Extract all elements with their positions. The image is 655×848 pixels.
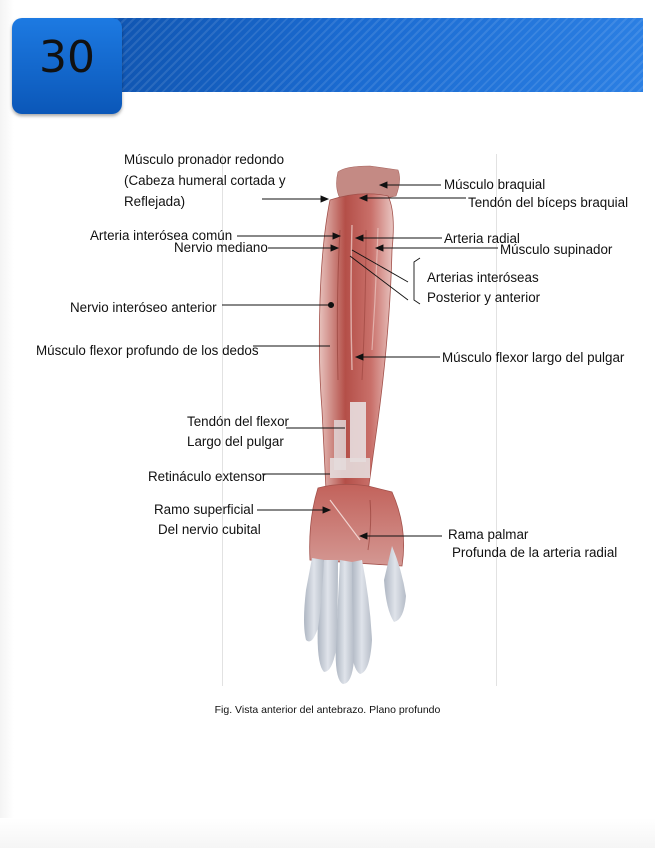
header-band — [40, 18, 643, 92]
page-number-box: 30 — [12, 18, 122, 114]
label-ramo-superficial: Ramo superficial — [154, 502, 254, 517]
pointer-arrowhead — [332, 232, 342, 240]
label-pronador-redondo-line3: Reflejada) — [124, 194, 186, 209]
finger-ring — [317, 560, 338, 672]
palm-shape — [309, 484, 404, 567]
label-rama-palmar-line2: Profunda de la arteria radial — [452, 545, 618, 560]
page-number: 30 — [39, 32, 95, 83]
finger-middle — [335, 560, 354, 684]
pointer-dot — [327, 301, 335, 309]
muscle-striation — [371, 227, 379, 351]
page-bottom-edge — [0, 818, 655, 848]
pointer-arrowhead — [320, 195, 330, 203]
label-pronador-redondo: Músculo pronador redondo — [124, 152, 285, 167]
pointer-line — [351, 249, 409, 283]
label-musculo-supinador: Músculo supinador — [500, 242, 613, 257]
pointer-arrowhead — [378, 181, 388, 189]
label-arterias-interoseas: Arterias interóseas — [427, 270, 539, 285]
label-ramo-superficial-line2: Del nervio cubital — [158, 522, 261, 537]
label-arteria-radial: Arteria radial — [444, 231, 520, 246]
finger-thumb — [384, 546, 406, 622]
label-arteria-interosea-comun: Arteria interósea común — [90, 228, 233, 243]
label-arterias-interoseas-line2: Posterior y anterior — [427, 290, 541, 305]
page-left-edge — [0, 0, 14, 848]
label-tendon-flexor-line2: Largo del pulgar — [187, 434, 284, 449]
palm-striation — [329, 499, 361, 541]
label-nervio-mediano: Nervio mediano — [174, 240, 268, 255]
tendon-strip — [334, 420, 346, 470]
label-flexor-largo-pulgar: Músculo flexor largo del pulgar — [442, 350, 625, 365]
label-retinaculo-extensor: Retináculo extensor — [148, 469, 267, 484]
finger-little — [304, 558, 324, 642]
figure-caption: Fig. Vista anterior del antebrazo. Plano… — [214, 704, 441, 716]
label-musculo-braquial: Músculo braquial — [444, 177, 546, 192]
tendon-strip — [350, 402, 366, 462]
pointer-arrowhead — [374, 244, 384, 252]
muscle-striation — [361, 229, 367, 381]
pointer-arrowhead — [358, 532, 368, 540]
label-tendon-biceps: Tendón del bíceps braquial — [468, 195, 629, 210]
pointer-line — [349, 255, 409, 301]
label-flexor-profundo: Músculo flexor profundo de los dedos — [36, 343, 259, 358]
pointer-arrowhead — [330, 244, 340, 252]
pointer-arrowhead — [358, 194, 368, 202]
muscle-striation — [350, 224, 353, 371]
finger-index — [351, 560, 372, 674]
muscle-striation — [336, 229, 341, 381]
label-nervio-interoseo-anterior: Nervio interóseo anterior — [70, 300, 217, 315]
label-tendon-flexor: Tendón del flexor — [187, 414, 289, 429]
label-bracket — [413, 257, 421, 305]
label-rama-palmar: Rama palmar — [448, 527, 529, 542]
figure-frame — [222, 154, 497, 686]
pointer-arrowhead — [354, 353, 364, 361]
pointer-arrowhead — [322, 506, 332, 514]
pointer-arrowhead — [354, 234, 364, 242]
retinaculum-band — [330, 458, 370, 478]
palm-striation — [367, 499, 372, 551]
label-pronador-redondo-line2: (Cabeza humeral cortada y — [124, 173, 286, 188]
